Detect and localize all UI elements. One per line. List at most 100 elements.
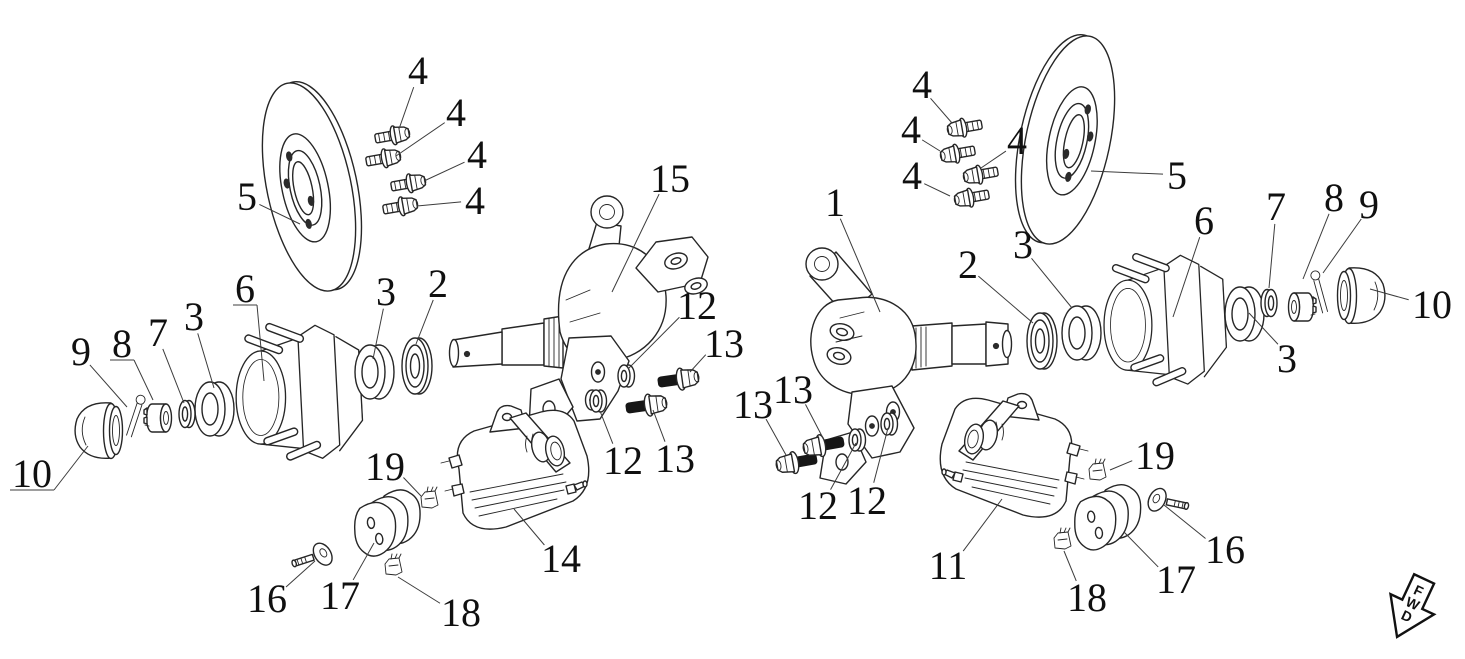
callout-leader-left-16-20 (285, 560, 316, 588)
callout-number-right-1-4: 1 (825, 180, 845, 225)
callout-number-left-12-14: 12 (677, 283, 717, 328)
callout-leader-left-4-3 (416, 201, 462, 207)
callout-leader-right-3-6 (1031, 257, 1073, 309)
callout-leader-left-8-8 (133, 359, 154, 401)
callout-leader-right-11-18 (962, 498, 1003, 552)
bearing-outer-right (1224, 286, 1265, 342)
callout-number-right-2-5: 2 (958, 242, 978, 287)
washer12-left-1 (617, 364, 636, 388)
callout-number-left-13-17: 13 (655, 436, 695, 481)
callout-leader-right-3-13 (1248, 312, 1279, 345)
callout-leader-right-1-4 (839, 218, 881, 313)
callout-leader-left-15-13 (611, 193, 660, 293)
pad-pin-left (287, 537, 338, 578)
callout-number-right-9-11: 9 (1359, 182, 1379, 227)
callout-leader-left-4-0 (398, 86, 415, 130)
callout-leader-right-4-2 (980, 150, 1007, 169)
disc-bolt-left-1 (372, 122, 413, 149)
callout-leader-right-5-7 (1090, 170, 1164, 175)
dust-cap-right (1336, 267, 1386, 325)
callout-leader-right-2-5 (978, 275, 1034, 324)
callout-leader-left-9-9 (89, 364, 128, 408)
callout-leader-left-4-1 (395, 122, 445, 157)
callout-leader-left-13-15 (689, 354, 707, 373)
dust-cap-left (74, 402, 124, 460)
callout-number-left-9-9: 9 (71, 329, 91, 374)
wheel-hub-right (1104, 255, 1226, 384)
brake-caliper-right (939, 392, 1089, 518)
assembly-right (773, 25, 1386, 553)
callout-leader-left-17-21 (352, 542, 375, 581)
callout-leader-right-8-10 (1302, 213, 1330, 280)
callout-leader-left-3-11 (372, 308, 384, 360)
callout-number-left-18-22: 18 (441, 590, 481, 635)
callout-leader-right-4-0 (930, 97, 953, 124)
callout-number-left-8-8: 8 (112, 321, 132, 366)
callout-number-right-12-17: 12 (847, 478, 887, 523)
disc-bolt-left-4 (380, 193, 421, 220)
callout-leader-right-12-17 (873, 427, 889, 483)
callout-leader-left-12-16 (599, 410, 614, 444)
disc-bolt-right-4 (951, 184, 992, 211)
callout-number-right-17-21: 17 (1156, 557, 1196, 602)
callout-number-left-6-5: 6 (235, 266, 255, 311)
steering-knuckle-left (448, 195, 710, 432)
callout-number-left-4-0: 4 (408, 48, 428, 93)
callout-number-left-19-18: 19 (365, 444, 405, 489)
callout-leader-right-17-21 (1123, 531, 1159, 568)
callout-leader-right-13-14 (765, 418, 787, 456)
washer-left (178, 399, 196, 429)
callout-leader-left-4-2 (423, 161, 465, 182)
brake-pads-left (349, 486, 427, 560)
callout-number-left-10-10: 10 (12, 451, 52, 496)
castle-nut-right (1287, 292, 1317, 322)
callout-number-right-13-15: 13 (773, 367, 813, 412)
castle-nut-left (143, 403, 173, 433)
callout-leader-left-19-18 (403, 477, 422, 497)
disc-bolt-right-3 (960, 161, 1001, 188)
callout-number-right-18-22: 18 (1067, 575, 1107, 620)
callout-number-left-4-2: 4 (467, 132, 487, 177)
callout-number-left-14-19: 14 (541, 536, 581, 581)
washer-right (1260, 288, 1278, 318)
callout-leader-left-3-6 (197, 333, 215, 389)
callout-leader-right-6-8 (1172, 236, 1201, 318)
callout-number-right-6-8: 6 (1194, 198, 1214, 243)
callout-leader-left-12-14 (627, 316, 680, 370)
pad-pin-right (1142, 483, 1192, 521)
callout-leader-left-2-12 (415, 299, 434, 345)
callout-number-right-7-9: 7 (1266, 184, 1286, 229)
oil-seal-left (401, 337, 433, 395)
wheel-hub-left (236, 325, 362, 458)
callout-number-right-3-13: 3 (1277, 336, 1297, 381)
callout-number-left-5-4: 5 (237, 174, 257, 219)
callout-number-right-10-12: 10 (1412, 282, 1452, 327)
disc-bolt-left-3 (388, 170, 429, 197)
disc-bolt-left-2 (363, 145, 404, 172)
brake-disc-left (245, 72, 379, 301)
caliper-bolt-left-2 (624, 391, 670, 420)
pad-spring-left-19 (420, 486, 439, 509)
callout-number-left-15-13: 15 (650, 156, 690, 201)
callout-leader-left-10-10 (53, 445, 89, 491)
callout-leader-right-9-11 (1322, 218, 1362, 274)
callout-leader-left-6-5 (256, 304, 265, 382)
assembly-left (74, 72, 710, 578)
callout-leader-left-7-7 (162, 348, 185, 404)
callout-number-left-4-1: 4 (446, 90, 466, 135)
callout-leader-right-19-19 (1109, 460, 1133, 471)
callout-number-left-12-16: 12 (603, 438, 643, 483)
callout-number-left-17-21: 17 (320, 573, 360, 618)
callout-leader-right-18-22 (1063, 550, 1077, 582)
cotter-pin-left (125, 393, 147, 439)
callout-number-right-4-1: 4 (901, 107, 921, 152)
callout-number-left-4-3: 4 (465, 178, 485, 223)
callout-number-right-19-19: 19 (1135, 433, 1175, 478)
pad-spring-left-18 (384, 553, 403, 576)
disc-bolt-right-2 (937, 140, 978, 167)
callout-number-left-16-20: 16 (247, 576, 287, 621)
callout-number-right-11-18: 11 (929, 543, 968, 588)
callout-number-left-3-11: 3 (376, 269, 396, 314)
